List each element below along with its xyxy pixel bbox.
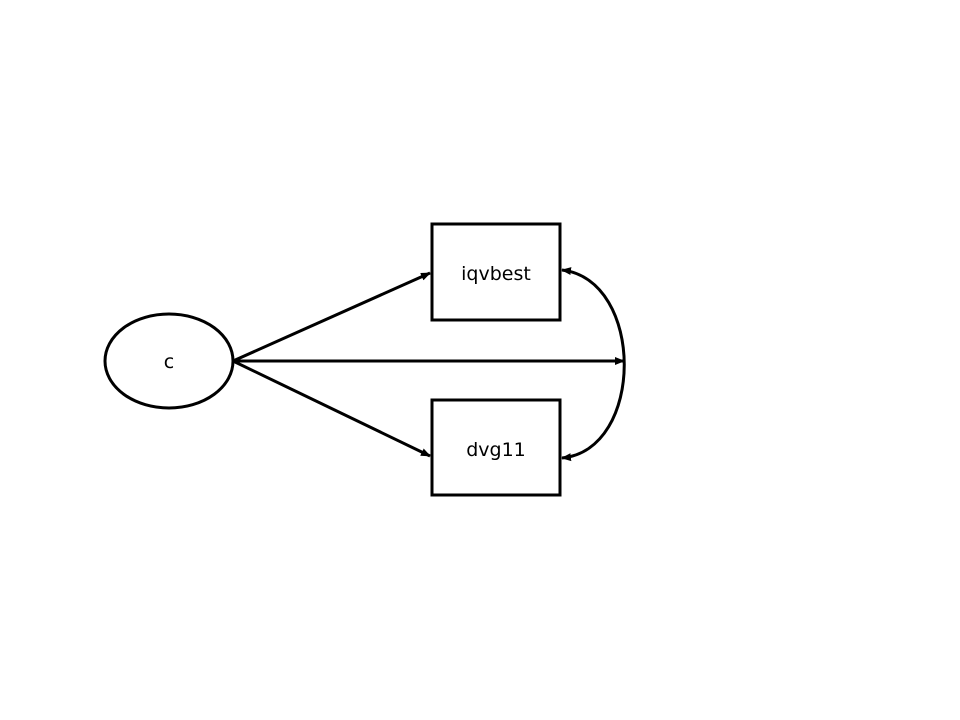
observed-label-iqvbest: iqvbest <box>461 263 531 285</box>
observed-node-iqvbest[interactable]: iqvbest <box>430 222 562 322</box>
observed-label-dvg11: dvg11 <box>466 439 526 461</box>
observed-box-iqvbest <box>430 222 562 322</box>
latent-label: c <box>164 351 174 373</box>
path-c-to-iqvbest <box>232 271 431 363</box>
observed-node-dvg11[interactable]: dvg11 <box>430 398 562 497</box>
observed-box-dvg11 <box>430 398 562 497</box>
path-c-to-dvg11 <box>232 359 431 458</box>
latent-node-c[interactable]: c <box>103 312 235 410</box>
covariance-arc-iqvbest-dvg11 <box>561 267 626 462</box>
latent-ellipse <box>103 312 235 410</box>
